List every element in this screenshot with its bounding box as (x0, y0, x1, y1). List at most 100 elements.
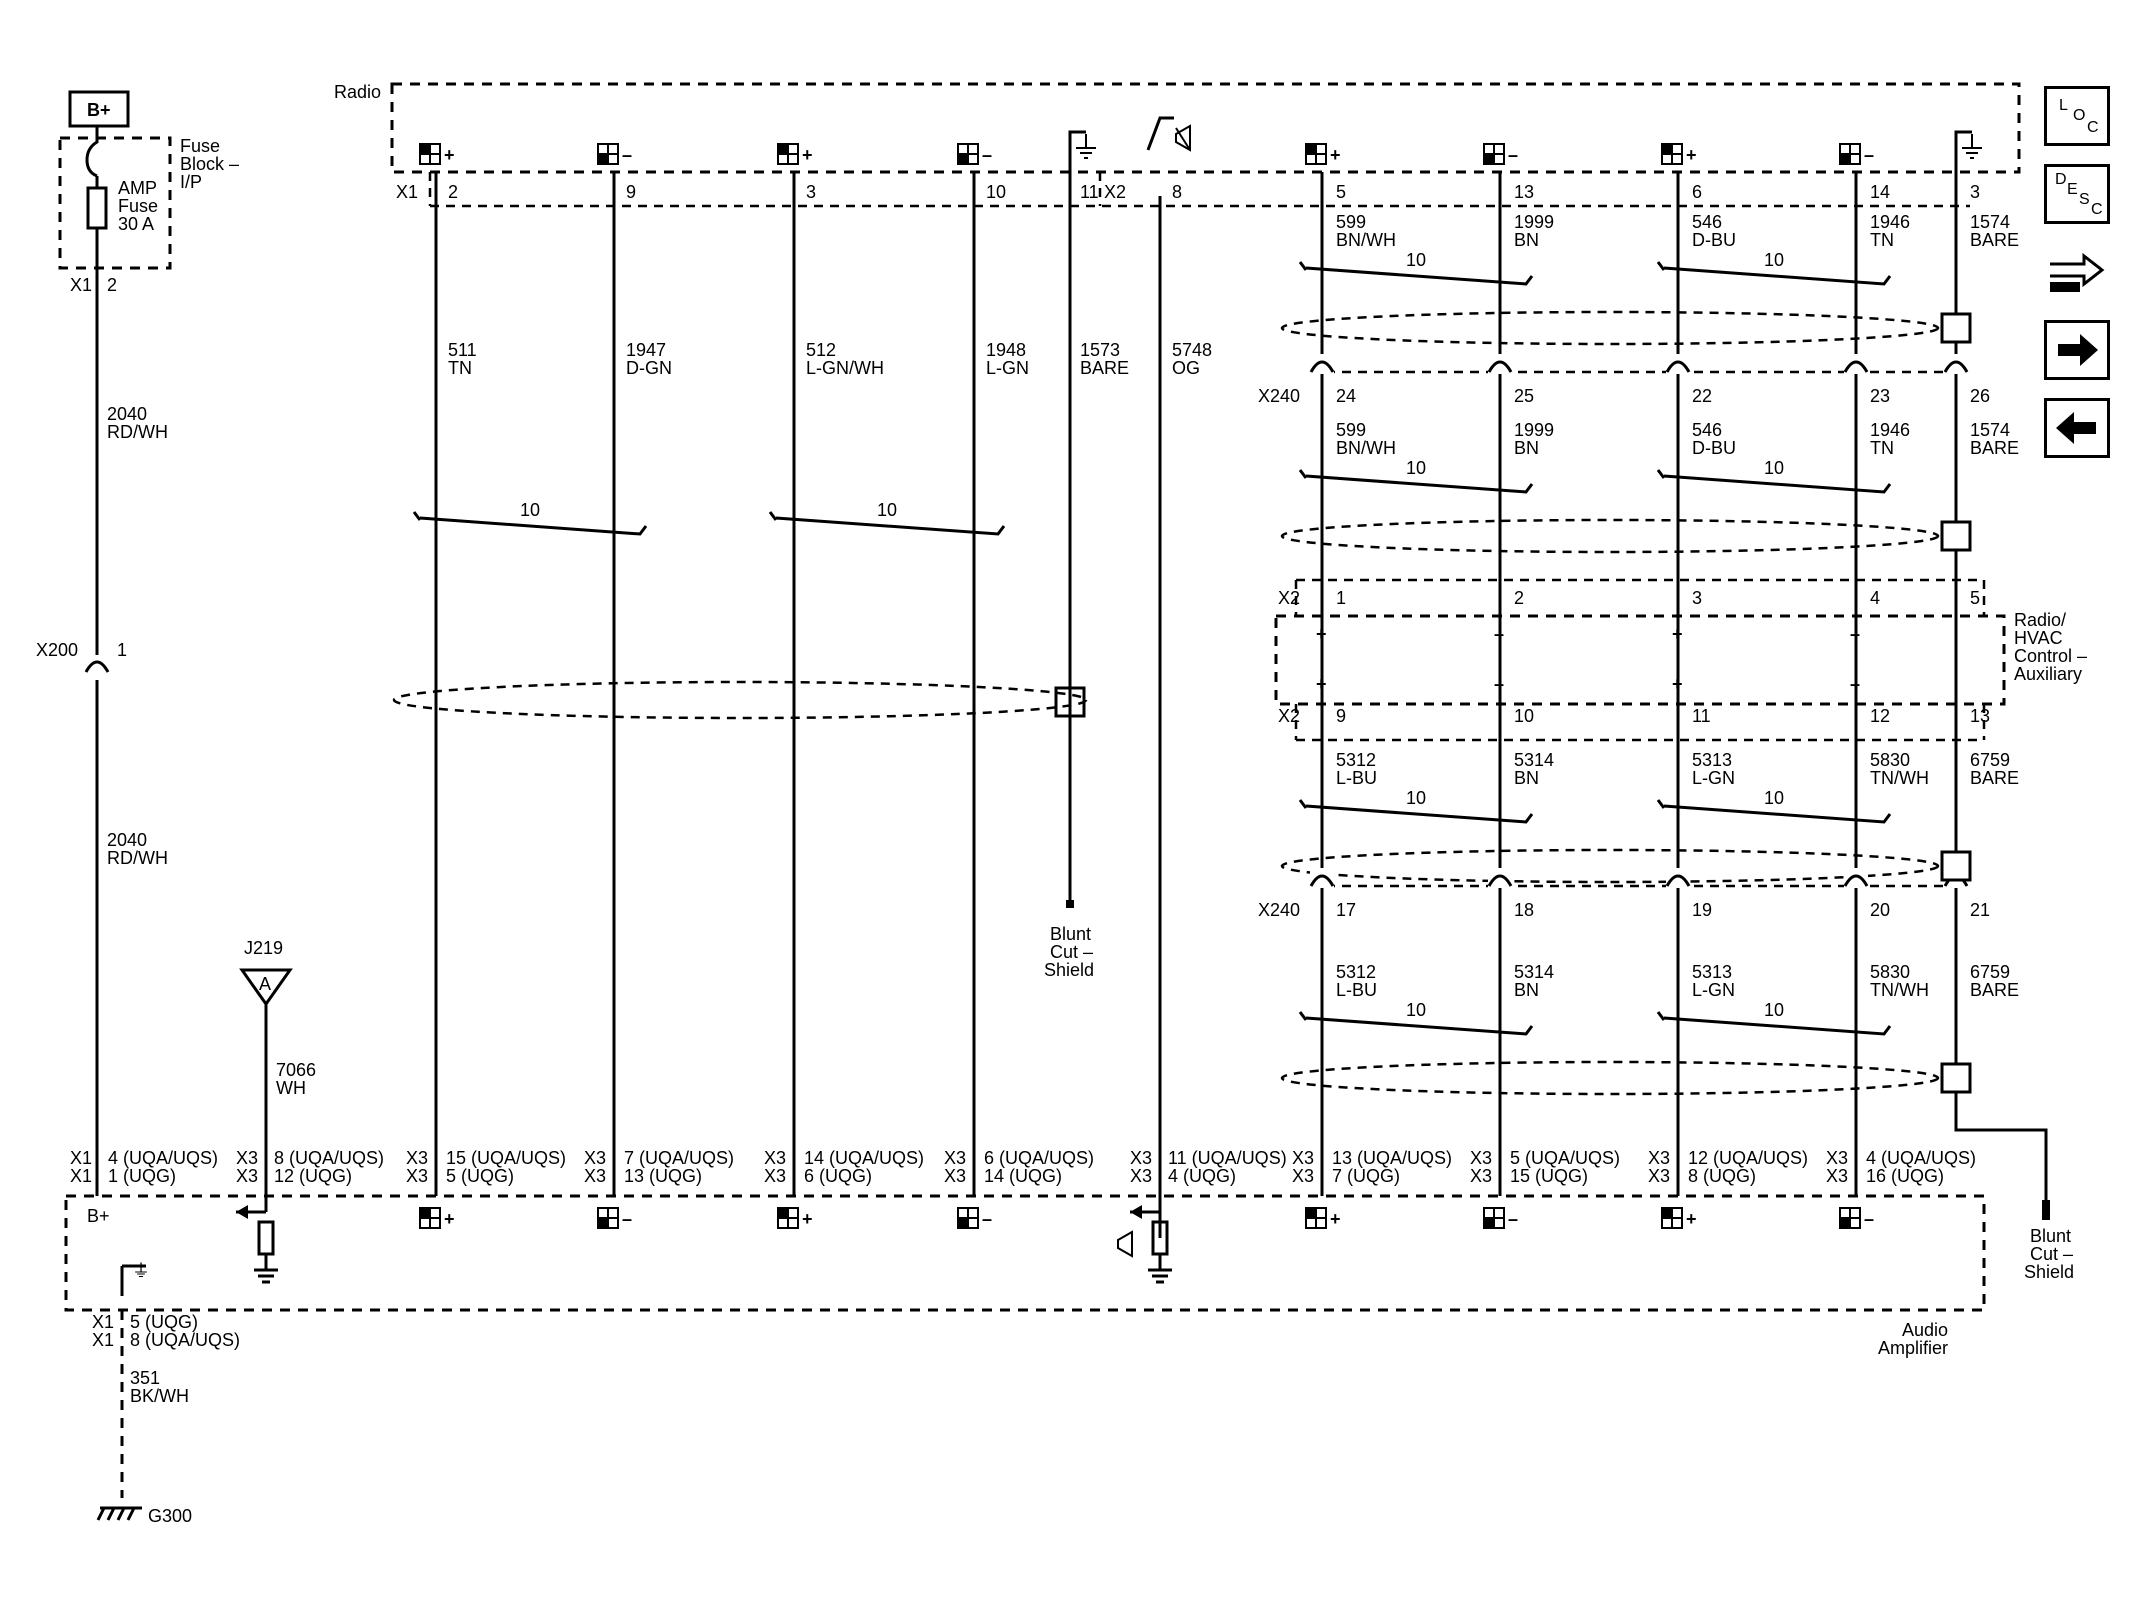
left-amp-c2-2: X3 (764, 1166, 786, 1186)
right-amp-pin-icon-3-fill (1840, 1218, 1850, 1228)
radio-hvac-label-1: Radio/ (2014, 610, 2066, 630)
right-pin-0-2: 1 (1336, 588, 1346, 608)
amp-pin-icon-1-sign: – (622, 1209, 632, 1229)
right-drain-icon-3 (1940, 1062, 1972, 1094)
inline-connector-icon-0-1 (1309, 874, 1335, 887)
aux-sign-lower-3: – (1850, 674, 1860, 694)
right-twist-label-1-0: 10 (1406, 458, 1426, 478)
left-amp-c1-3: X3 (944, 1148, 966, 1168)
power-wire-circuit-1: 2040 (107, 404, 147, 424)
right-color-0-0: BN/WH (1336, 230, 1396, 250)
right-pin-4-4: 21 (1970, 900, 1990, 920)
left-twist-label-0: 10 (520, 500, 540, 520)
amp-power-c1: X1 (70, 1148, 92, 1168)
aux-sign-lower-1: – (1494, 674, 1504, 694)
left-amp-c1-0: X3 (406, 1148, 428, 1168)
right-pin-0-4: 17 (1336, 900, 1356, 920)
shield-circuit: 1573 (1080, 340, 1120, 360)
previous-button[interactable] (2044, 398, 2110, 458)
right-drain-icon-2 (1940, 850, 1972, 882)
right-amp-c1-3: X3 (1826, 1148, 1848, 1168)
right-color-0-3: L-BU (1336, 980, 1377, 1000)
left-color-3: L-GN (986, 358, 1029, 378)
right-pin-3-0: 14 (1870, 182, 1890, 202)
description-button[interactable]: D E S C (2044, 164, 2110, 224)
shield-drain-icon (1054, 686, 1086, 718)
left-radio-pin-1: 9 (626, 182, 636, 202)
amp-pin-icon-0-sign: + (444, 1209, 455, 1229)
right-twist-label-3-0: 10 (1406, 1000, 1426, 1020)
right-radio-pin-icon-3-fill (1840, 154, 1850, 164)
right-color-0-2: L-BU (1336, 768, 1377, 788)
radio-pin-icon-3-fill (958, 154, 968, 164)
left-amp-p1-0: 15 (UQA/UQS) (446, 1148, 566, 1168)
radio-pin-icon-2-sign: + (802, 145, 813, 165)
og-circuit: 5748 (1172, 340, 1212, 360)
radio-pin-icon-1-sign: – (622, 145, 632, 165)
fuse-label-2: Fuse (118, 196, 158, 216)
right-amp-p2-3: 16 (UQG) (1866, 1166, 1944, 1186)
right-circuit-2-1: 546 (1692, 420, 1722, 440)
fuse-conn: X1 (70, 275, 92, 295)
fuse-icon (86, 186, 108, 230)
fuse-wire-top (85, 126, 99, 178)
right-circuit-0-1: 599 (1336, 420, 1366, 440)
amplifier-label-2: Amplifier (1878, 1338, 1948, 1358)
right-circuit-3-3: 5830 (1870, 962, 1910, 982)
right-pin-4-3: 13 (1970, 706, 1990, 726)
left-color-1: D-GN (626, 358, 672, 378)
inline-connector-icon-1-1 (1487, 874, 1513, 887)
next-button[interactable] (2044, 320, 2110, 380)
right-pin-0-0: 5 (1336, 182, 1346, 202)
right-amp-pin-icon-0-fill (1306, 1208, 1316, 1218)
desc-c: C (2091, 201, 2103, 218)
right-amp-c1-1: X3 (1470, 1148, 1492, 1168)
right-amp-pin-icon-1-sign: – (1508, 1209, 1518, 1229)
loc-c: C (2087, 119, 2099, 136)
right-amp-pin-icon-2-sign: + (1686, 1209, 1697, 1229)
og-radio-conn: X2 (1104, 182, 1126, 202)
left-amp-c1-2: X3 (764, 1148, 786, 1168)
og-amp-c1: X3 (1130, 1148, 1152, 1168)
right-pin-3-4: 20 (1870, 900, 1890, 920)
amp-ground-icon: ⏚ (132, 1261, 150, 1281)
radio-pin-icon-1-fill (598, 154, 608, 164)
amp-splice-c1: X3 (236, 1148, 258, 1168)
amp-splice-p1: 8 (UQA/UQS) (274, 1148, 384, 1168)
inline-connector-icon-1-0 (1487, 360, 1513, 373)
right-amp-p1-1: 5 (UQA/UQS) (1510, 1148, 1620, 1168)
amp-ground-c1: X1 (92, 1312, 114, 1332)
blunt1-label-2: Cut – (1050, 942, 1093, 962)
right-twist-label-2-1: 10 (1764, 788, 1784, 808)
right-circuit-1-0: 1999 (1514, 212, 1554, 232)
connector-button[interactable] (2044, 242, 2110, 302)
x200-label: X200 (36, 640, 78, 660)
right-amp-c1-0: X3 (1292, 1148, 1314, 1168)
location-button[interactable]: L O C (2044, 86, 2110, 146)
right-radio-pin-icon-0-sign: + (1330, 145, 1341, 165)
right-circuit-0-0: 599 (1336, 212, 1366, 232)
inline-connector-icon-3-1 (1843, 874, 1869, 887)
shield-radio-pin: 11 (1080, 182, 1099, 202)
right-twist-label-2-0: 10 (1406, 788, 1426, 808)
amplifier-box (64, 1194, 1986, 1312)
splice-label: J219 (244, 938, 283, 958)
right-pin-0-3: 9 (1336, 706, 1346, 726)
left-circuit-2: 512 (806, 340, 836, 360)
right-pin-2-1: 22 (1692, 386, 1712, 406)
right-circuit-4-3: 6759 (1970, 962, 2010, 982)
right-color-3-2: TN/WH (1870, 768, 1929, 788)
x240-label-upper: X240 (1258, 386, 1300, 406)
power-wire-color-1: RD/WH (107, 422, 168, 442)
battery-box (68, 90, 130, 128)
right-color-3-0: TN (1870, 230, 1894, 250)
fuse-label-1: AMP (118, 178, 157, 198)
left-amp-p1-1: 7 (UQA/UQS) (624, 1148, 734, 1168)
blunt2-label-2: Cut – (2030, 1244, 2073, 1264)
aux-sign-upper-2: + (1672, 624, 1683, 644)
right-twist-2-1 (1656, 799, 1892, 824)
fuse-block-label-1: Fuse (180, 136, 220, 156)
resistor-icon (257, 1220, 275, 1256)
inline-connector-icon-4-0 (1943, 360, 1969, 373)
aux-sign-upper-1: – (1494, 624, 1504, 644)
